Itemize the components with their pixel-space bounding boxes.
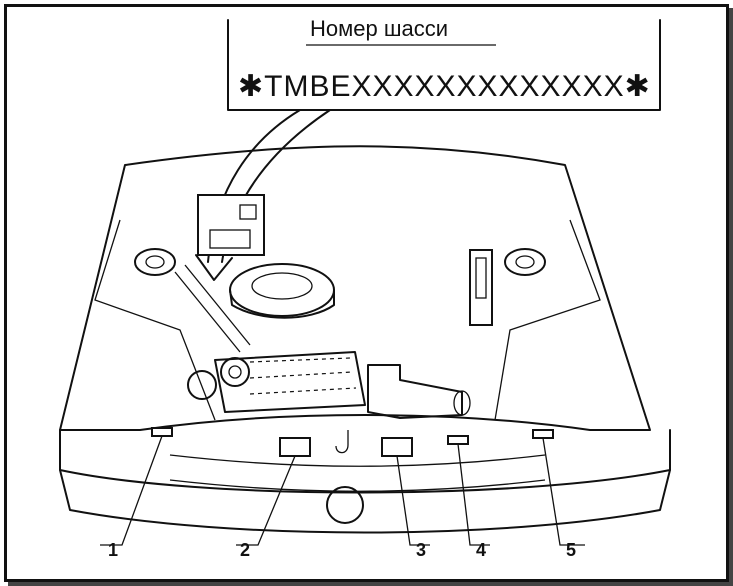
diagram-frame [4,4,729,582]
gearbox [367,364,471,419]
callout-3: 3 [416,540,426,560]
washer-reservoir [469,249,493,326]
engine-block [174,264,366,413]
front-bumper [59,429,671,534]
hood-outline [59,145,651,431]
leader-lines [100,435,585,546]
plate-1 [151,427,173,437]
vin-pattern: ✱TMBEXXXXXXXXXXXXX✱ [238,70,651,103]
left-strut-tower [134,248,176,276]
plate-4 [447,435,469,445]
right-strut-tower [504,248,546,276]
chassis-number-title: Номер шасси [310,16,448,41]
callout-1: 1 [108,540,118,560]
plate-5 [532,429,554,439]
plate-2 [279,437,311,457]
air-filter [229,263,335,319]
battery [197,194,265,256]
hood-latch [335,430,349,454]
callout-2: 2 [240,540,250,560]
plate-3 [381,437,413,457]
callout-4: 4 [476,540,486,560]
caption-bracket [227,19,661,111]
callout-5: 5 [566,540,576,560]
